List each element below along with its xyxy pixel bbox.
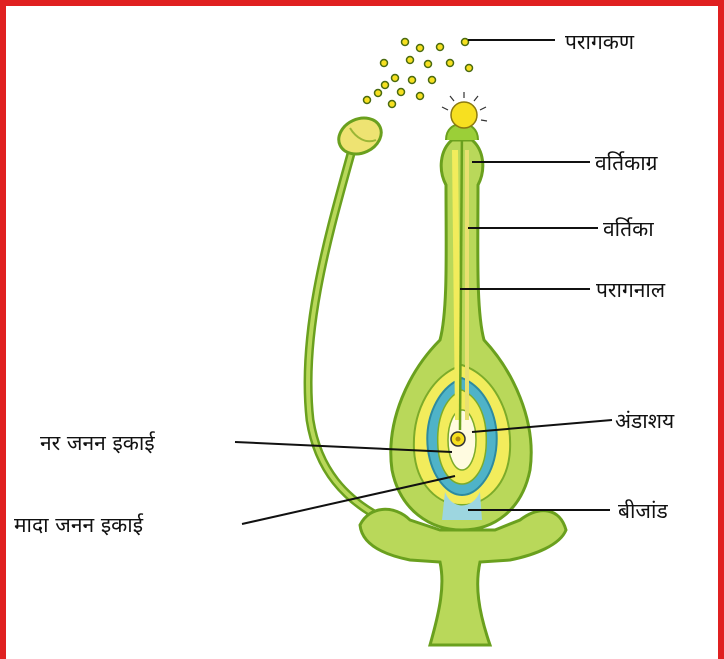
pollen-on-stigma — [451, 102, 477, 128]
label-style: वर्तिका — [603, 217, 654, 241]
pollen-grains — [364, 39, 473, 108]
label-stigma: वर्तिकाग्र — [595, 151, 659, 175]
label-ovule: बीजांड — [618, 499, 668, 523]
label-pollen-grains: परागकण — [565, 30, 635, 54]
label-female-germ-unit: मादा जनन इकाई — [14, 513, 144, 537]
filament — [308, 150, 385, 520]
anther — [333, 111, 387, 160]
label-ovary: अंडाशय — [615, 409, 675, 433]
label-pollen-tube: परागनाल — [596, 278, 666, 302]
label-male-germ-unit: नर जनन इकाई — [40, 431, 156, 455]
pistil — [360, 92, 566, 645]
stamen — [308, 111, 387, 520]
leader-lines — [235, 40, 612, 524]
